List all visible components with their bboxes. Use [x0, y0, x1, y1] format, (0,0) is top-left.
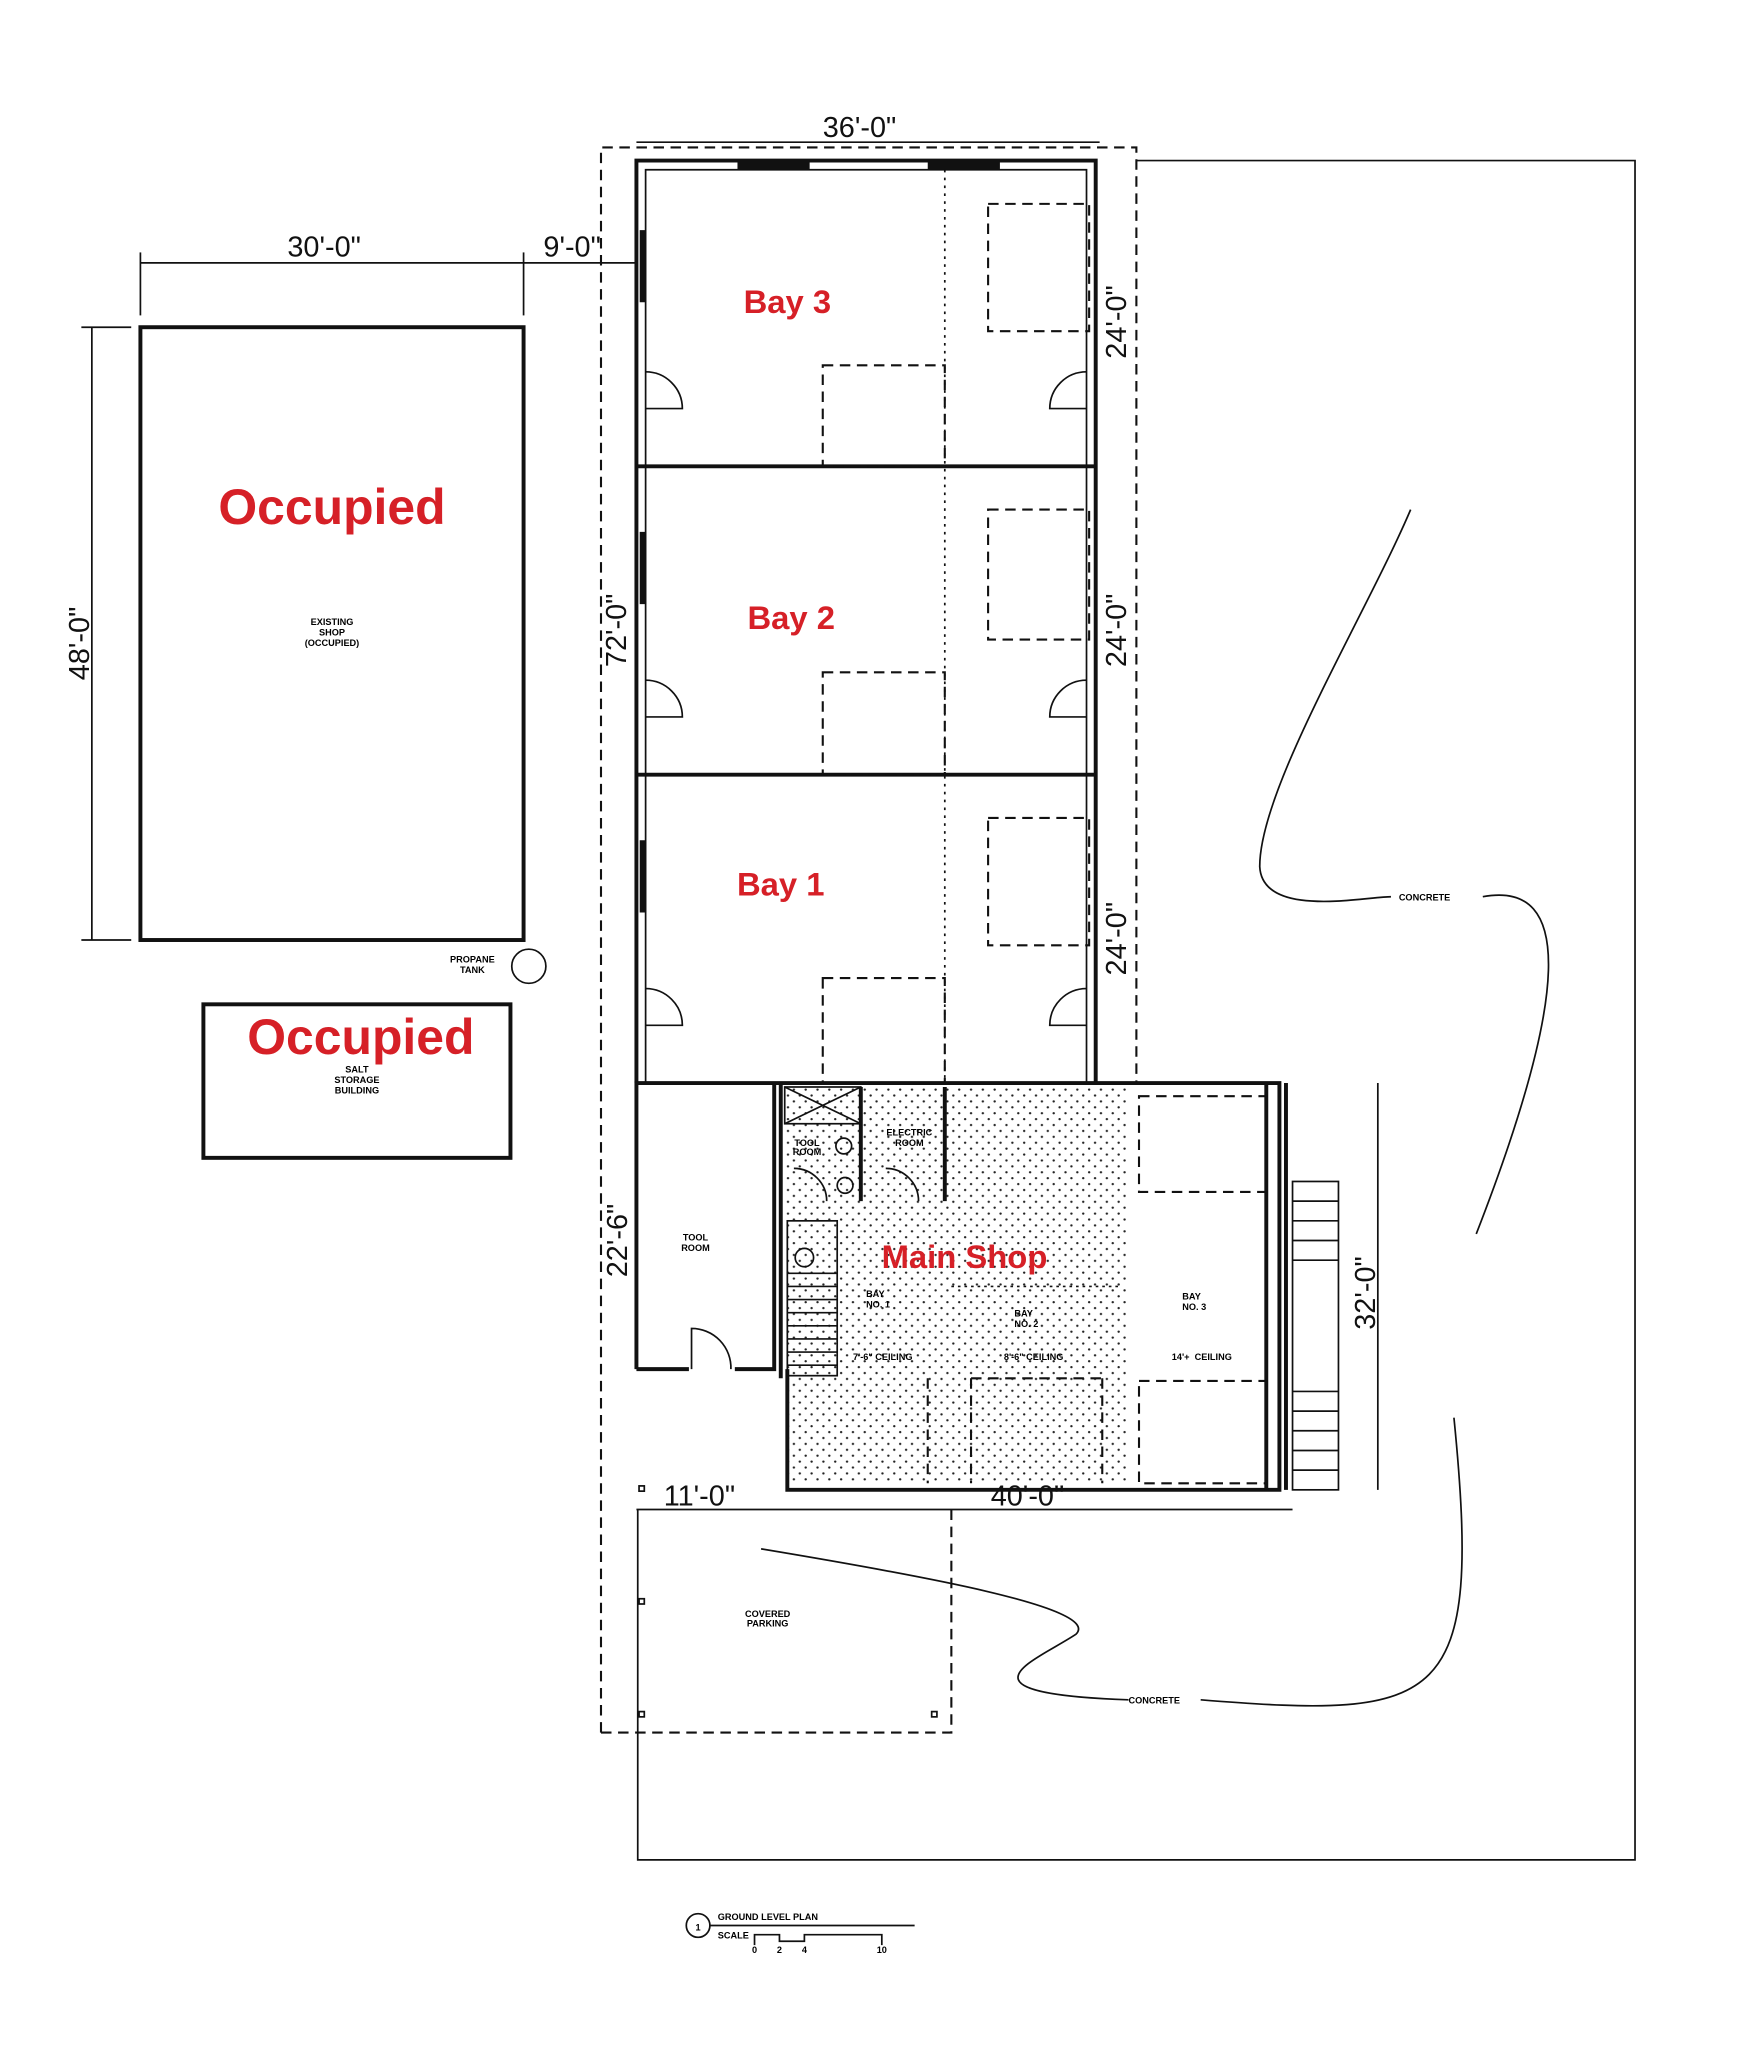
salt-label-3: BUILDING [335, 1086, 379, 1096]
main-shop-right-dim: 32'-0" [1350, 1256, 1382, 1330]
scale-tick-2: 2 [777, 1945, 782, 1955]
main-shop-label: Main Shop [882, 1238, 1048, 1275]
tool-room-label-1: TOOL [683, 1233, 709, 1243]
main-shop-depth-dim: 22'-6" [602, 1204, 634, 1278]
site-boundary [636, 159, 1636, 1861]
plan-title: GROUND LEVEL PLAN [718, 1912, 818, 1922]
bay-1-dim: 24'-0" [1101, 902, 1133, 976]
bay-no-1-label-1: BAY [866, 1289, 885, 1299]
existing-shop-depth-dim: 48'-0" [64, 607, 96, 681]
plan-title-block: 1 GROUND LEVEL PLAN SCALE 0 2 4 10 [685, 1912, 915, 1955]
bay-no-2-label-2: NO. 2 [1014, 1319, 1038, 1329]
bay-no-3-label-2: NO. 3 [1182, 1302, 1206, 1312]
concrete-label-1: CONCRETE [1399, 893, 1450, 903]
bays-building: 36'-0" 72'-0" Bay 3 Bay 2 Bay 1 24'-0" 2… [601, 112, 1133, 1085]
bays-width-dim: 36'-0" [823, 112, 897, 144]
concrete-label-2: CONCRETE [1129, 1696, 1180, 1706]
existing-shop-label-2: SHOP [319, 628, 345, 638]
bay-no-2-label-1: BAY [1014, 1309, 1033, 1319]
tool-room-label-2: ROOM [681, 1243, 710, 1253]
electric-room-1: ELECTRIC [886, 1128, 932, 1138]
bay-3-label: Bay 3 [744, 283, 832, 320]
tool-room-small-2: ROOM [793, 1147, 822, 1157]
bay-no-3-ceiling: 14'+ CEILING [1172, 1352, 1232, 1362]
existing-shop-status: Occupied [218, 479, 445, 535]
bay-1-label: Bay 1 [737, 865, 825, 902]
tool-room-small-1: TOOL [794, 1138, 820, 1148]
scale-tick-4: 4 [802, 1945, 808, 1955]
plan-number: 1 [696, 1923, 701, 1933]
scale-tick-0: 0 [752, 1945, 757, 1955]
bay-3-dim: 24'-0" [1101, 285, 1133, 359]
bay-no-1-ceiling: 7'-6" CEILING [853, 1352, 913, 1362]
propane-label-2: TANK [460, 965, 485, 975]
bay-2-label: Bay 2 [748, 599, 836, 636]
salt-label-2: STORAGE [334, 1075, 379, 1085]
scale-label: SCALE [718, 1931, 749, 1941]
electric-room-2: ROOM [895, 1138, 924, 1148]
bay-no-2-ceiling: 8'-6" CEILING [1004, 1352, 1064, 1362]
existing-shop-label-3: (OCCUPIED) [305, 638, 360, 648]
bays-length-dim: 72'-0" [601, 594, 633, 668]
bay-no-3-label-1: BAY [1182, 1292, 1201, 1302]
existing-shop-label-1: EXISTING [311, 617, 354, 627]
covered-parking-1: COVERED [745, 1609, 791, 1619]
main-shop-width-dim: 40'-0" [991, 1481, 1065, 1513]
existing-shop-gap-dim: 9'-0" [543, 231, 600, 263]
existing-shop-width-dim: 30'-0" [287, 231, 361, 263]
scale-tick-10: 10 [877, 1945, 887, 1955]
bay-2-dim: 24'-0" [1101, 594, 1133, 668]
tool-room-width-dim: 11'-0" [664, 1481, 735, 1513]
propane-label-1: PROPANE [450, 954, 495, 964]
salt-label-1: SALT [345, 1065, 369, 1075]
covered-parking-2: PARKING [747, 1618, 789, 1628]
salt-storage-status: Occupied [247, 1009, 474, 1065]
bay-no-1-label-2: NO. 1 [866, 1299, 890, 1309]
